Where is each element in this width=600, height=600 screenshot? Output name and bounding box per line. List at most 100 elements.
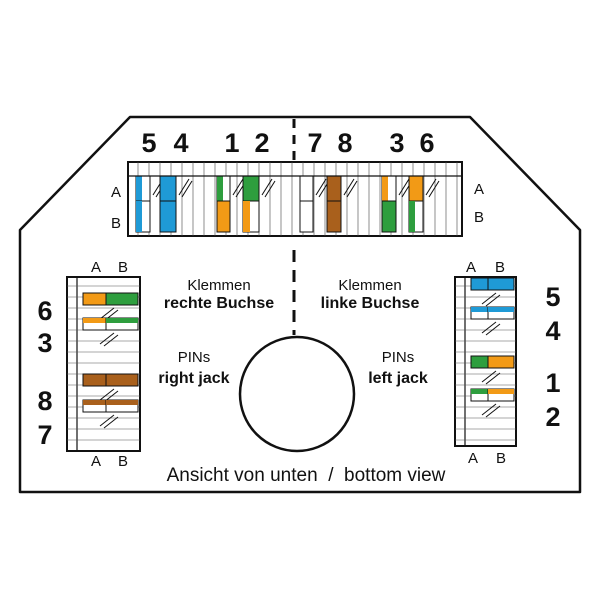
- left-conductor: [105, 292, 139, 306]
- right-conductor-stripe: [488, 307, 514, 312]
- right-contact-mark: [485, 372, 501, 385]
- left-col-label-b-top: B: [118, 259, 128, 276]
- left-conductor-stripe: [106, 318, 138, 323]
- row-label-a-right: A: [474, 181, 484, 198]
- right-conductor-stripe: [471, 389, 488, 394]
- top-contact-mark: [425, 178, 437, 196]
- left-jack-label: left jack: [368, 370, 428, 387]
- left-conductor-stripe: [83, 318, 106, 323]
- top-conductor-stripe: [409, 201, 415, 232]
- klemmen-label-right: Klemmen: [338, 277, 401, 294]
- left-conductor: [82, 292, 107, 306]
- top-contact-mark: [346, 180, 358, 198]
- top-conductor: [159, 200, 177, 233]
- right-pin-number: 1: [545, 368, 560, 398]
- bottom-view-caption: Ansicht von unten / bottom view: [167, 465, 446, 486]
- left-pin-number: 6: [37, 296, 52, 326]
- klemmen-label-left: Klemmen: [187, 277, 250, 294]
- left-contact-mark: [99, 307, 115, 320]
- pins-label-left: PINs: [178, 349, 211, 366]
- top-pin-number: 6: [419, 128, 434, 158]
- top-conductor-stripe: [136, 176, 142, 201]
- top-pin-numbers: 5 4 1 2 7 8 3 6: [141, 128, 434, 158]
- left-terminal-block: [66, 276, 141, 452]
- top-contact-mark: [398, 178, 410, 196]
- top-contact-mark: [315, 178, 327, 196]
- right-contact-mark: [481, 370, 497, 383]
- left-pin-number: 3: [37, 328, 52, 358]
- left-pin-number: 7: [37, 420, 52, 450]
- top-contact-mark: [264, 180, 276, 198]
- top-contact-mark: [428, 180, 440, 198]
- top-pin-number: 8: [337, 128, 352, 158]
- top-pin-number: 4: [173, 128, 188, 158]
- right-col-label-a-top: A: [466, 259, 476, 276]
- right-conductor: [470, 355, 489, 369]
- top-conductor: [381, 200, 397, 233]
- top-conductor: [216, 200, 231, 233]
- top-conductor: [299, 175, 314, 202]
- left-conductor: [105, 373, 139, 387]
- top-pin-number: 3: [389, 128, 404, 158]
- left-conductor-stripe: [83, 400, 106, 405]
- right-col-label-a-bottom: A: [468, 450, 478, 467]
- top-contact-mark: [181, 180, 193, 198]
- right-jack-label: right jack: [158, 370, 229, 387]
- top-conductor-stripe: [243, 201, 250, 232]
- left-col-label-a-bottom: A: [91, 453, 101, 470]
- left-contact-mark: [103, 416, 119, 429]
- left-col-label-a-top: A: [91, 259, 101, 276]
- left-contact-mark: [103, 334, 119, 347]
- right-contact-mark: [481, 321, 497, 334]
- left-block-frame: [66, 276, 141, 452]
- center-hole: [238, 335, 356, 453]
- right-pin-number: 4: [545, 316, 560, 346]
- right-col-label-b-bottom: B: [496, 450, 506, 467]
- top-pin-number: 1: [224, 128, 239, 158]
- top-conductor: [159, 175, 177, 202]
- top-block-frame: [127, 161, 463, 237]
- top-pin-number: 2: [254, 128, 269, 158]
- top-conductor: [408, 175, 424, 202]
- top-terminal-block: [127, 161, 463, 237]
- top-pin-number: 5: [141, 128, 156, 158]
- right-pin-number: 2: [545, 402, 560, 432]
- left-contact-mark: [99, 414, 115, 427]
- row-label-a-left: A: [111, 184, 121, 201]
- right-conductor: [487, 355, 515, 369]
- top-pin-number: 7: [307, 128, 322, 158]
- top-conductor: [326, 175, 342, 202]
- right-contact-mark: [485, 294, 501, 307]
- top-contact-mark: [343, 178, 355, 196]
- left-conductor-stripe: [106, 400, 138, 405]
- right-conductor: [470, 277, 489, 291]
- left-conductor: [82, 373, 107, 387]
- top-conductor-stripe: [217, 176, 223, 201]
- rechte-buchse-label: rechte Buchse: [164, 295, 274, 312]
- left-contact-mark: [99, 332, 115, 345]
- left-col-label-b-bottom: B: [118, 453, 128, 470]
- left-pin-number: 8: [37, 386, 52, 416]
- top-conductor: [326, 200, 342, 233]
- linke-buchse-label: linke Buchse: [321, 295, 420, 312]
- top-conductor: [242, 175, 260, 202]
- pins-label-right: PINs: [382, 349, 415, 366]
- right-contact-mark: [485, 405, 501, 418]
- right-contact-mark: [485, 323, 501, 336]
- top-contact-mark: [232, 178, 244, 196]
- row-label-b-left: B: [111, 215, 121, 232]
- top-conductor: [299, 200, 314, 233]
- right-conductor-stripe: [471, 307, 488, 312]
- right-contact-mark: [481, 403, 497, 416]
- right-conductor-stripe: [488, 389, 514, 394]
- right-col-label-b-top: B: [495, 259, 505, 276]
- right-terminal-block: [454, 276, 517, 447]
- top-contact-mark: [261, 178, 273, 196]
- right-conductor: [487, 277, 515, 291]
- right-pin-number: 5: [545, 282, 560, 312]
- row-label-b-right: B: [474, 209, 484, 226]
- top-conductor-stripe: [382, 176, 388, 201]
- left-contact-mark: [99, 388, 115, 401]
